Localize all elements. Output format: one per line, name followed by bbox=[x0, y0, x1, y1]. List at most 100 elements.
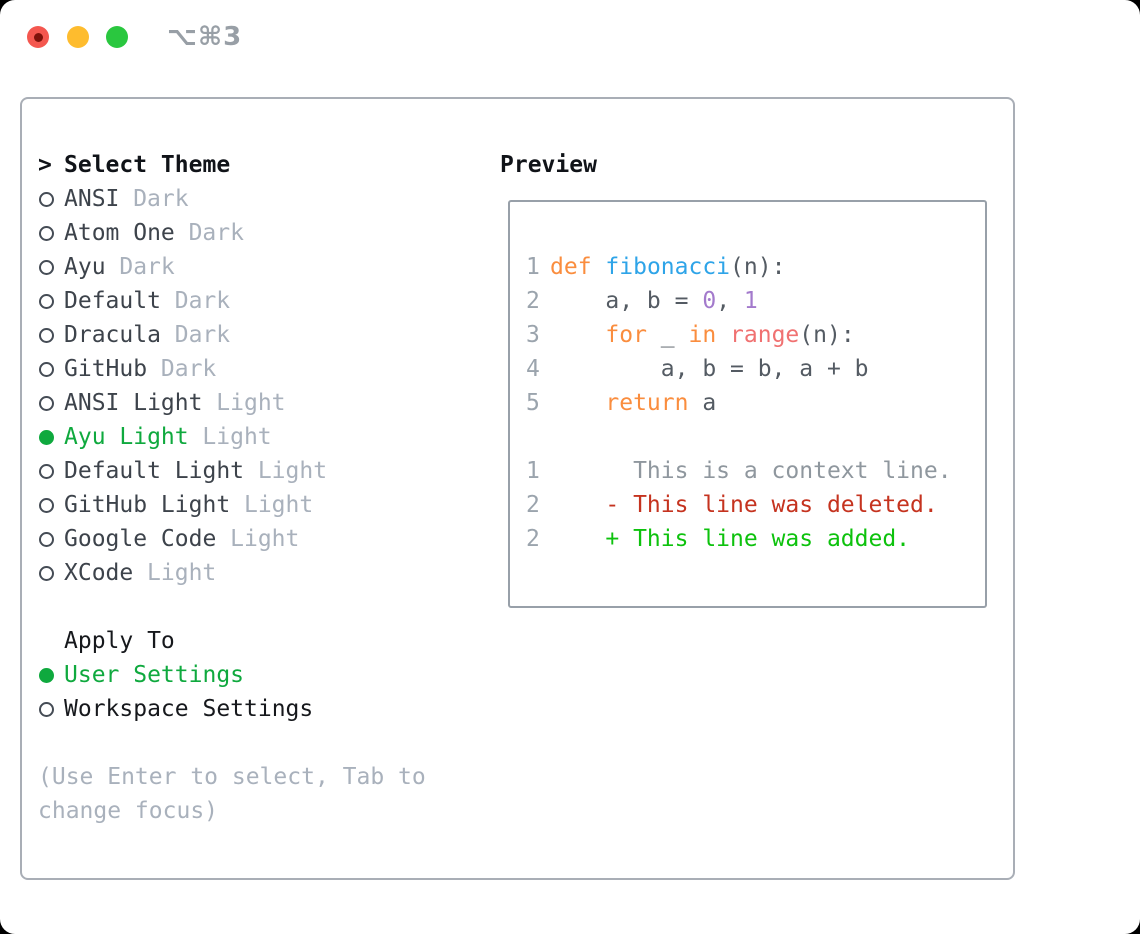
theme-option-atom-one[interactable]: Atom One Dark bbox=[38, 216, 488, 250]
code-token: for bbox=[605, 322, 647, 348]
code-token: 0 bbox=[702, 288, 717, 314]
diff-text: This is a context line. bbox=[550, 458, 952, 484]
apply-option-label: Workspace Settings bbox=[64, 696, 314, 722]
help-text-line-1: (Use Enter to select, Tab to bbox=[38, 760, 488, 794]
theme-name: Default Light bbox=[64, 458, 245, 484]
cursor-prefix-icon: > bbox=[38, 152, 52, 178]
radio-marker bbox=[38, 225, 64, 241]
code-token bbox=[592, 254, 606, 280]
code-token: fibonacci bbox=[605, 254, 731, 280]
code-line: 1 def fibonacci(n): bbox=[526, 250, 985, 284]
code-token: (n): bbox=[730, 254, 786, 280]
code-text: a, b = b, a + b bbox=[550, 356, 869, 382]
theme-option-google-code[interactable]: Google Code Light bbox=[38, 522, 488, 556]
select-theme-label: Select Theme bbox=[64, 152, 231, 178]
theme-name: XCode bbox=[64, 560, 134, 586]
apply-to-label: Apply To bbox=[64, 628, 175, 654]
close-button[interactable] bbox=[27, 26, 49, 48]
radio-selected-icon bbox=[39, 667, 54, 683]
theme-name: ANSI bbox=[64, 186, 120, 212]
code-token bbox=[550, 390, 605, 416]
theme-name: Atom One bbox=[64, 220, 175, 246]
code-token: return bbox=[605, 390, 689, 416]
help-text: (Use Enter to select, Tab to bbox=[38, 764, 426, 790]
radio-marker bbox=[38, 327, 64, 343]
theme-variant-label: Dark bbox=[188, 220, 244, 246]
theme-variant-label: Dark bbox=[160, 356, 217, 382]
titlebar: ⌥⌘3 bbox=[0, 0, 1140, 76]
theme-variant-label: Light bbox=[216, 390, 286, 416]
radio-unselected-icon bbox=[39, 361, 54, 377]
theme-option-github[interactable]: GitHub Dark bbox=[38, 352, 488, 386]
diff-text: + This line was added. bbox=[550, 526, 911, 552]
spacer bbox=[38, 726, 488, 760]
line-number: 5 bbox=[526, 390, 540, 416]
radio-unselected-icon bbox=[39, 531, 54, 547]
radio-marker bbox=[38, 429, 64, 445]
radio-selected-icon bbox=[39, 429, 54, 445]
code-token: (n): bbox=[799, 322, 855, 348]
apply-option-user-settings[interactable]: User Settings bbox=[38, 658, 488, 692]
apply-to-header: Apply To bbox=[38, 624, 488, 658]
theme-name: Google Code bbox=[64, 526, 217, 552]
diff-text: - This line was deleted. bbox=[550, 492, 938, 518]
radio-unselected-icon bbox=[39, 497, 54, 513]
theme-name: Ayu Light bbox=[64, 424, 189, 450]
code-text: a, b = 0, 1 bbox=[550, 288, 758, 314]
theme-option-ayu-light[interactable]: Ayu Light Light bbox=[38, 420, 488, 454]
radio-marker bbox=[38, 701, 64, 717]
spacer bbox=[38, 590, 488, 624]
line-number: 2 bbox=[526, 492, 540, 518]
theme-variant-label: Light bbox=[257, 458, 328, 484]
radio-unselected-icon bbox=[39, 225, 54, 241]
radio-unselected-icon bbox=[39, 259, 54, 275]
code-line: 3 for _ in range(n): bbox=[526, 318, 985, 352]
theme-variant-label: Dark bbox=[133, 186, 189, 212]
code-text: def fibonacci(n): bbox=[550, 254, 785, 280]
theme-name: Ayu bbox=[64, 254, 106, 280]
theme-name: GitHub Light bbox=[64, 492, 231, 518]
line-number: 1 bbox=[526, 254, 540, 280]
theme-variant-label: Light bbox=[230, 526, 300, 552]
diff-line-added: 2 + This line was added. bbox=[526, 522, 985, 556]
theme-option-xcode[interactable]: XCode Light bbox=[38, 556, 488, 590]
theme-variant-label: Dark bbox=[174, 322, 231, 348]
code-token bbox=[550, 322, 605, 348]
radio-unselected-icon bbox=[39, 701, 54, 717]
spacer bbox=[526, 420, 985, 454]
theme-variant-label: Light bbox=[202, 424, 272, 450]
code-token: a bbox=[688, 390, 717, 416]
radio-marker bbox=[38, 395, 64, 411]
radio-unselected-icon bbox=[39, 395, 54, 411]
radio-marker bbox=[38, 463, 64, 479]
theme-option-ansi[interactable]: ANSI Dark bbox=[38, 182, 488, 216]
minimize-button[interactable] bbox=[67, 26, 89, 48]
diff-preview: 1 This is a context line.2 - This line w… bbox=[526, 454, 985, 556]
code-token: 1 bbox=[743, 288, 758, 314]
theme-variant-label: Light bbox=[147, 560, 217, 586]
close-dot-icon bbox=[33, 32, 43, 42]
theme-option-default-light[interactable]: Default Light Light bbox=[38, 454, 488, 488]
code-token: a, b = b, a + b bbox=[550, 356, 869, 382]
help-text: change focus) bbox=[38, 798, 219, 824]
code-token: a, b = bbox=[550, 288, 703, 314]
line-number: 2 bbox=[526, 288, 540, 314]
theme-variant-label: Dark bbox=[119, 254, 175, 280]
apply-option-workspace-settings[interactable]: Workspace Settings bbox=[38, 692, 488, 726]
theme-name: GitHub bbox=[64, 356, 148, 382]
code-token bbox=[716, 322, 730, 348]
radio-unselected-icon bbox=[39, 327, 54, 343]
code-text: for _ in range(n): bbox=[550, 322, 855, 348]
theme-option-ayu[interactable]: Ayu Dark bbox=[38, 250, 488, 284]
maximize-button[interactable] bbox=[106, 26, 128, 48]
help-text-line-2: change focus) bbox=[38, 794, 488, 828]
select-theme-header: > Select Theme bbox=[38, 148, 488, 182]
